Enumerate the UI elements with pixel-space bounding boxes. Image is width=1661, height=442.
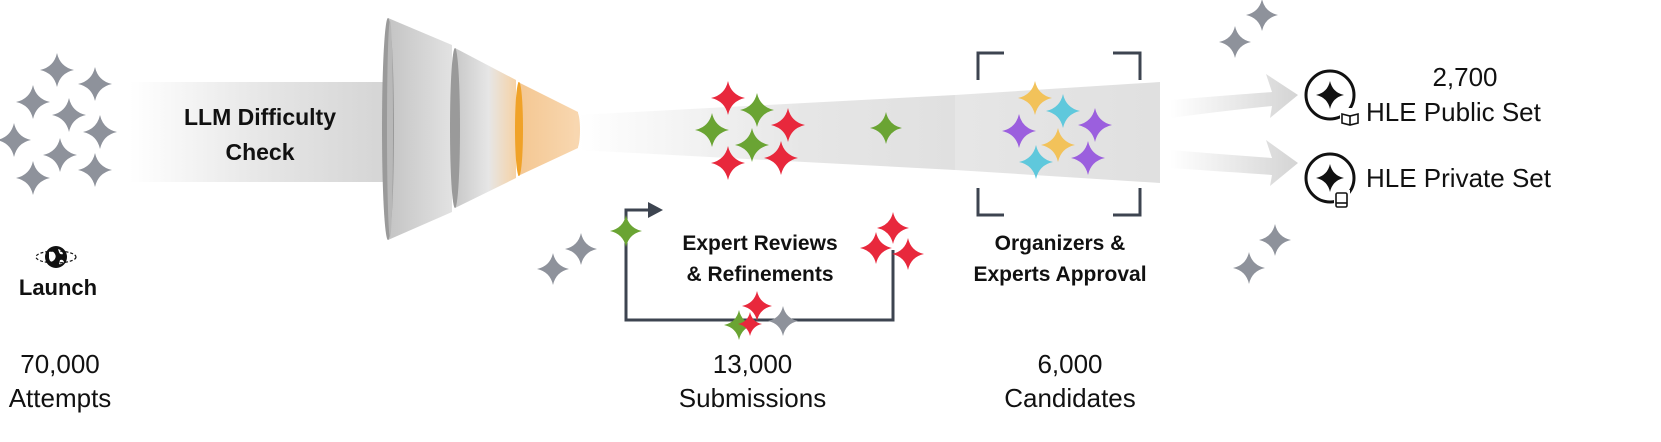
llm-check-line1: LLM Difficulty <box>183 104 337 130</box>
submissions-unit: Submissions <box>678 383 827 413</box>
approval-star-icon <box>1071 141 1105 175</box>
gray-star-icon <box>52 98 86 132</box>
public-set-arrow <box>1170 74 1298 118</box>
middle-beam <box>578 95 955 170</box>
submissions-stat: 13,000 Submissions <box>660 347 845 415</box>
gray-star-icon <box>1246 0 1278 31</box>
private-set-arrow <box>1170 140 1298 186</box>
expert-reviews-line1: Expert Reviews <box>682 232 838 255</box>
stars-layer <box>0 0 1344 340</box>
review-star-icon <box>711 81 745 115</box>
approval-line1: Organizers & <box>994 232 1126 255</box>
gray-star-icon <box>83 115 117 149</box>
book-icon <box>1341 112 1359 126</box>
private-set-star-icon <box>1316 164 1344 192</box>
gray-star-icon <box>78 153 112 187</box>
red-star-icon <box>892 238 924 270</box>
red-star-icon <box>860 232 892 264</box>
lock-icon <box>1335 192 1348 208</box>
candidates-unit: Candidates <box>1004 383 1136 413</box>
gray-star-icon <box>565 233 597 265</box>
review-star-icon <box>771 108 805 142</box>
review-star-icon <box>764 141 798 175</box>
gray-star-icon <box>16 161 50 195</box>
approval-star-icon <box>1046 94 1080 128</box>
gray-star-icon <box>78 67 112 101</box>
llm-check-line2: Check <box>225 139 295 165</box>
approval-line2: Experts Approval <box>973 263 1147 286</box>
llm-check-label: LLM Difficulty Check <box>140 103 380 166</box>
attempts-count: 70,000 <box>20 349 100 379</box>
gray-star-icon <box>16 85 50 119</box>
difficulty-funnel <box>382 18 580 240</box>
launch-stat: 70,000 Attempts <box>0 347 120 415</box>
public-set-label: HLE Public Set <box>1366 97 1541 127</box>
review-star-icon <box>711 146 745 180</box>
private-set-label: HLE Private Set <box>1366 163 1551 193</box>
gray-star-icon <box>40 53 74 87</box>
gray-star-icon <box>0 123 31 157</box>
approval-star-icon <box>1018 81 1052 115</box>
approval-star-icon <box>1078 108 1112 142</box>
gray-star-icon <box>1219 26 1251 58</box>
green-star-icon <box>610 215 642 247</box>
red-star-icon <box>742 291 772 321</box>
public-set-star-icon <box>1316 81 1344 109</box>
candidates-count: 6,000 <box>1037 349 1103 379</box>
review-star-icon <box>735 128 769 162</box>
candidates-stat: 6,000 Candidates <box>985 347 1155 415</box>
approval-star-icon <box>1019 145 1053 179</box>
expert-reviews-label: Expert Reviews & Refinements <box>660 230 860 289</box>
approval-bracket <box>976 51 1142 217</box>
submissions-count: 13,000 <box>712 349 793 379</box>
review-star-icon <box>740 93 774 127</box>
input-beam <box>130 82 420 182</box>
public-set-count: 2,700 <box>1432 62 1498 92</box>
gray-star-icon <box>537 253 569 285</box>
approval-star-icon <box>1041 128 1075 162</box>
red-star-icon <box>877 212 909 244</box>
green-star-icon <box>724 310 754 340</box>
gray-star-icon <box>1259 224 1291 256</box>
gray-star-icon <box>768 306 798 336</box>
launch-label: Launch <box>18 275 98 300</box>
green-star-icon <box>870 112 902 144</box>
gray-star-icon <box>1233 252 1265 284</box>
attempts-unit: Attempts <box>8 383 112 413</box>
globe-icon <box>35 246 77 268</box>
gray-star-icon <box>43 138 77 172</box>
approval-star-icon <box>1002 114 1036 148</box>
review-star-icon <box>695 113 729 147</box>
loop-arrow-head <box>648 202 663 218</box>
approval-label: Organizers & Experts Approval <box>945 230 1175 289</box>
expert-reviews-line2: & Refinements <box>686 263 834 286</box>
red-star-icon <box>738 312 762 336</box>
review-loop <box>624 208 895 322</box>
